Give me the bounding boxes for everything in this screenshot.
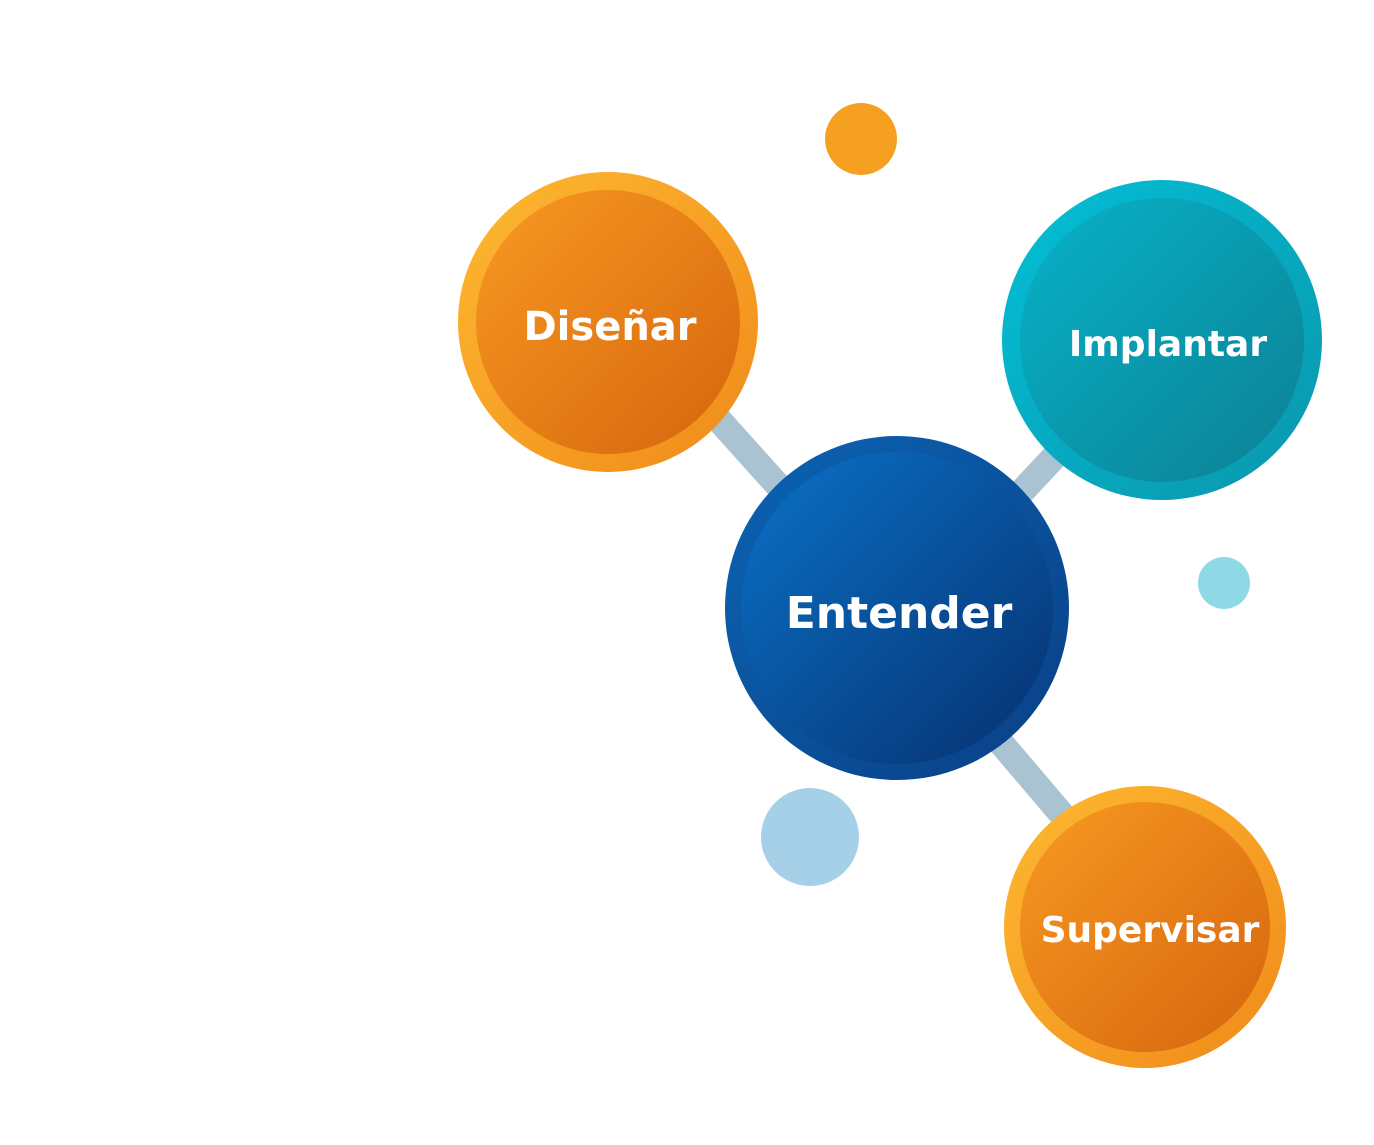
node-disenar: Diseñar	[458, 172, 758, 472]
node-implantar-inner	[1020, 198, 1304, 482]
node-entender-label: Entender	[786, 588, 1013, 639]
node-supervisar: Supervisar	[1004, 786, 1286, 1068]
decorative-dot-orange	[825, 103, 897, 175]
node-implantar-label: Implantar	[1069, 324, 1267, 365]
node-disenar-inner	[476, 190, 740, 454]
node-implantar: Implantar	[1002, 180, 1322, 500]
decorative-dot-light-blue	[761, 788, 859, 886]
node-entender-inner	[741, 452, 1053, 764]
node-supervisar-label: Supervisar	[1041, 910, 1260, 951]
decorative-dot-light-cyan	[1198, 557, 1250, 609]
node-disenar-label: Diseñar	[523, 304, 696, 350]
node-entender: Entender	[725, 436, 1069, 780]
node-supervisar-inner	[1020, 802, 1270, 1052]
connector-entender-supervisar	[977, 717, 1088, 843]
